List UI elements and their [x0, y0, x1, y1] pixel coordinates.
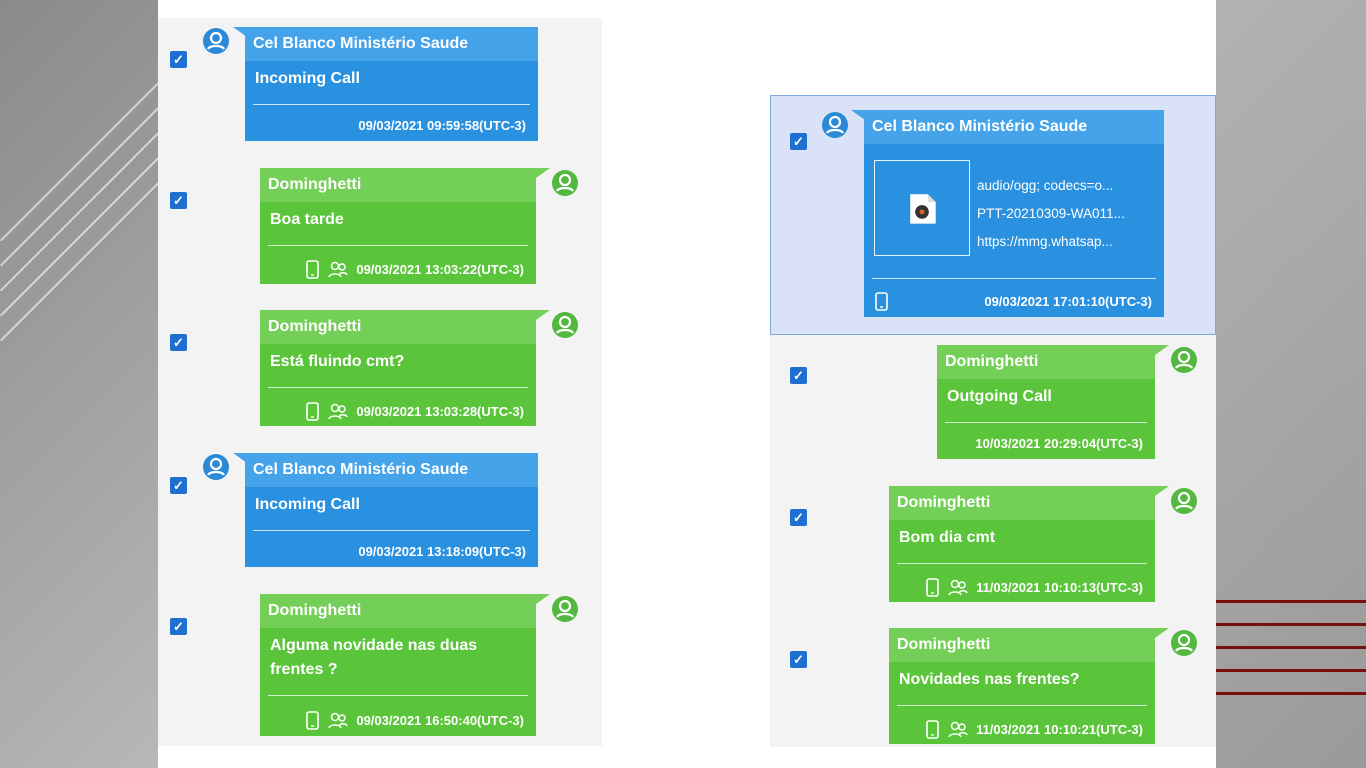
phone-icon	[925, 578, 940, 597]
user-icon	[552, 312, 578, 338]
sender-name: Cel Blanco Ministério Saude	[245, 453, 538, 487]
divider	[253, 530, 530, 531]
message-bubble[interactable]: Cel Blanco Ministério Saude Incoming Cal…	[245, 453, 538, 567]
sender-name: Cel Blanco Ministério Saude	[245, 27, 538, 61]
timestamp: 10/03/2021 20:29:04(UTC-3)	[975, 436, 1143, 451]
attachment-details: audio/ogg; codecs=o... PTT-20210309-WA01…	[977, 172, 1157, 256]
divider	[897, 563, 1147, 564]
message-bubble[interactable]: Cel Blanco Ministério Saude Incoming Cal…	[245, 27, 538, 141]
divider	[268, 245, 528, 246]
attachment-thumbnail[interactable]	[874, 160, 970, 256]
sender-name: Dominghetti	[260, 168, 536, 202]
group-icon	[327, 260, 349, 279]
phone-icon	[305, 711, 320, 730]
sender-name: Dominghetti	[889, 628, 1155, 662]
timestamp: 09/03/2021 17:01:10(UTC-3)	[984, 293, 1152, 309]
phone-icon	[925, 720, 940, 739]
decorative-red-lines	[1216, 600, 1366, 715]
attachment-mime: audio/ogg; codecs=o...	[977, 178, 1114, 193]
group-icon	[327, 711, 349, 730]
message-bubble[interactable]: Dominghetti Bom dia cmt 11/03/2021 10:10…	[889, 486, 1155, 602]
message-text: Incoming Call	[255, 496, 360, 513]
sender-name: Cel Blanco Ministério Saude	[864, 110, 1164, 144]
timestamp: 09/03/2021 13:03:28(UTC-3)	[356, 403, 524, 419]
decorative-lines	[0, 60, 170, 360]
message-text: Novidades nas frentes?	[899, 671, 1080, 688]
message-bubble[interactable]: Cel Blanco Ministério Saude audio/ogg; c…	[864, 110, 1164, 317]
phone-icon	[874, 292, 889, 311]
divider	[268, 695, 528, 696]
bubble-tail	[1155, 345, 1169, 355]
message-text: Incoming Call	[255, 70, 360, 87]
attachment-url[interactable]: https://mmg.whatsap...	[977, 234, 1113, 249]
divider	[897, 705, 1147, 706]
sender-name: Dominghetti	[260, 594, 536, 628]
message-text: Está fluindo cmt?	[270, 353, 405, 370]
right-chat-panel: ✓ Cel Blanco Ministério Saude audio/ogg;…	[770, 95, 1216, 747]
divider	[872, 278, 1156, 279]
user-icon	[1171, 488, 1197, 514]
message-text: Boa tarde	[270, 211, 344, 228]
user-icon	[1171, 630, 1197, 656]
bubble-tail	[233, 27, 247, 37]
bubble-tail	[536, 168, 550, 178]
message-bubble[interactable]: Dominghetti Boa tarde 09/03/2021 13:03:2…	[260, 168, 536, 284]
group-icon	[947, 720, 969, 739]
select-checkbox[interactable]: ✓	[790, 133, 807, 150]
message-text: Outgoing Call	[947, 388, 1052, 405]
select-checkbox[interactable]: ✓	[790, 509, 807, 526]
user-icon	[203, 454, 229, 480]
phone-icon	[305, 260, 320, 279]
timestamp: 11/03/2021 10:10:13(UTC-3)	[976, 579, 1143, 595]
timestamp: 09/03/2021 16:50:40(UTC-3)	[356, 712, 524, 728]
timestamp: 09/03/2021 13:03:22(UTC-3)	[356, 261, 524, 277]
select-checkbox[interactable]: ✓	[170, 334, 187, 351]
message-text: Bom dia cmt	[899, 529, 996, 546]
select-checkbox[interactable]: ✓	[170, 618, 187, 635]
message-bubble[interactable]: Dominghetti Alguma novidade nas duas fre…	[260, 594, 536, 736]
sender-name: Dominghetti	[889, 486, 1155, 520]
select-checkbox[interactable]: ✓	[170, 51, 187, 68]
user-icon	[552, 596, 578, 622]
bubble-tail	[233, 453, 247, 463]
user-icon	[1171, 347, 1197, 373]
group-icon	[947, 578, 969, 597]
timestamp: 11/03/2021 10:10:21(UTC-3)	[976, 721, 1143, 737]
user-icon	[552, 170, 578, 196]
timestamp: 09/03/2021 13:18:09(UTC-3)	[358, 544, 526, 559]
phone-icon	[305, 402, 320, 421]
timestamp: 09/03/2021 09:59:58(UTC-3)	[358, 118, 526, 133]
sender-name: Dominghetti	[937, 345, 1155, 379]
left-chat-panel: ✓ Cel Blanco Ministério Saude Incoming C…	[158, 18, 602, 746]
user-icon	[822, 112, 848, 138]
slide: ✓ Cel Blanco Ministério Saude Incoming C…	[158, 0, 1216, 768]
sender-name: Dominghetti	[260, 310, 536, 344]
user-icon	[203, 28, 229, 54]
divider	[945, 422, 1147, 423]
bubble-tail	[1155, 628, 1169, 638]
select-checkbox[interactable]: ✓	[170, 192, 187, 209]
select-checkbox[interactable]: ✓	[790, 651, 807, 668]
select-checkbox[interactable]: ✓	[170, 477, 187, 494]
audio-file-icon	[910, 194, 936, 224]
bubble-tail	[1155, 486, 1169, 496]
bubble-tail	[536, 310, 550, 320]
message-text: Alguma novidade nas duas frentes ?	[270, 637, 478, 678]
bubble-tail	[536, 594, 550, 604]
bubble-tail	[851, 110, 865, 120]
divider	[253, 104, 530, 105]
select-checkbox[interactable]: ✓	[790, 367, 807, 384]
message-bubble[interactable]: Dominghetti Outgoing Call 10/03/2021 20:…	[937, 345, 1155, 459]
divider	[268, 387, 528, 388]
message-bubble[interactable]: Dominghetti Novidades nas frentes? 11/03…	[889, 628, 1155, 744]
attachment-filename: PTT-20210309-WA011...	[977, 206, 1125, 221]
group-icon	[327, 402, 349, 421]
message-bubble[interactable]: Dominghetti Está fluindo cmt? 09/03/2021…	[260, 310, 536, 426]
